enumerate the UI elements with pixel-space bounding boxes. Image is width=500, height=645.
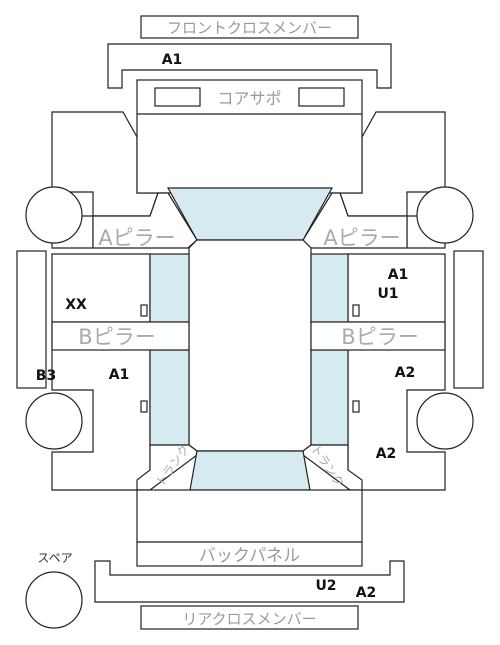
left-side-sill[interactable] bbox=[16, 250, 47, 389]
front-cross-member-bracket[interactable] bbox=[107, 43, 392, 89]
rear-cross-member-code-2: A2 bbox=[356, 585, 377, 601]
front-cross-member-code: A1 bbox=[162, 52, 183, 68]
right-front-window[interactable] bbox=[310, 253, 349, 323]
core-support-label: コアサポ bbox=[217, 89, 281, 108]
trunk-lid[interactable] bbox=[136, 489, 363, 543]
rear-left-side-code: B3 bbox=[36, 368, 56, 384]
windshield[interactable] bbox=[166, 187, 334, 241]
right-side-sill[interactable] bbox=[453, 250, 484, 389]
right-front-wheel[interactable] bbox=[416, 186, 474, 244]
right-a-pillar-label: Aピラー bbox=[323, 226, 400, 250]
left-body-side[interactable] bbox=[51, 253, 151, 491]
right-headlight[interactable] bbox=[298, 87, 345, 107]
rear-bumper-bracket[interactable] bbox=[94, 560, 405, 603]
rear-right-quarter-code: A2 bbox=[376, 446, 397, 462]
right-a-pillar[interactable] bbox=[302, 192, 408, 249]
left-rear-window[interactable] bbox=[149, 349, 190, 446]
left-b-pillar[interactable] bbox=[51, 321, 190, 351]
spare-tire[interactable] bbox=[25, 571, 83, 629]
back-panel-box[interactable] bbox=[136, 541, 363, 567]
rear-right-door-code: A2 bbox=[395, 365, 416, 381]
right-rear-window[interactable] bbox=[310, 349, 349, 446]
front-cross-member-box[interactable] bbox=[140, 15, 359, 39]
spare-label: スペア bbox=[37, 551, 72, 565]
front-left-door-code: XX bbox=[65, 297, 87, 313]
left-rear-door-handle bbox=[140, 400, 148, 413]
rear-window[interactable] bbox=[189, 450, 311, 491]
right-rear-door-handle bbox=[352, 400, 360, 413]
left-a-pillar-label: Aピラー bbox=[98, 226, 175, 250]
rear-cross-member-label: リアクロスメンバー bbox=[182, 610, 316, 628]
rear-cross-member-code-1: U2 bbox=[315, 578, 336, 594]
left-front-wheel[interactable] bbox=[25, 186, 83, 244]
roof[interactable] bbox=[188, 239, 312, 452]
front-cross-member-label: フロントクロスメンバー bbox=[167, 19, 332, 37]
right-body-side[interactable] bbox=[347, 253, 446, 491]
left-front-door-handle bbox=[140, 304, 148, 317]
front-right-door-code-2: U1 bbox=[377, 286, 398, 302]
left-rear-wheel[interactable] bbox=[25, 392, 83, 450]
left-a-pillar[interactable] bbox=[92, 192, 198, 249]
left-headlight[interactable] bbox=[154, 87, 201, 107]
left-front-window[interactable] bbox=[149, 253, 190, 323]
left-b-pillar-label: Bピラー bbox=[78, 325, 155, 349]
rear-cross-member-box[interactable] bbox=[140, 605, 359, 630]
right-b-pillar-label: Bピラー bbox=[341, 325, 418, 349]
right-rear-wheel[interactable] bbox=[416, 392, 474, 450]
right-front-door-handle bbox=[352, 304, 360, 317]
front-right-door-code: A1 bbox=[388, 267, 409, 283]
rear-left-door-code: A1 bbox=[109, 367, 130, 383]
right-b-pillar[interactable] bbox=[310, 321, 446, 351]
back-panel-label: バックパネル bbox=[199, 546, 300, 566]
